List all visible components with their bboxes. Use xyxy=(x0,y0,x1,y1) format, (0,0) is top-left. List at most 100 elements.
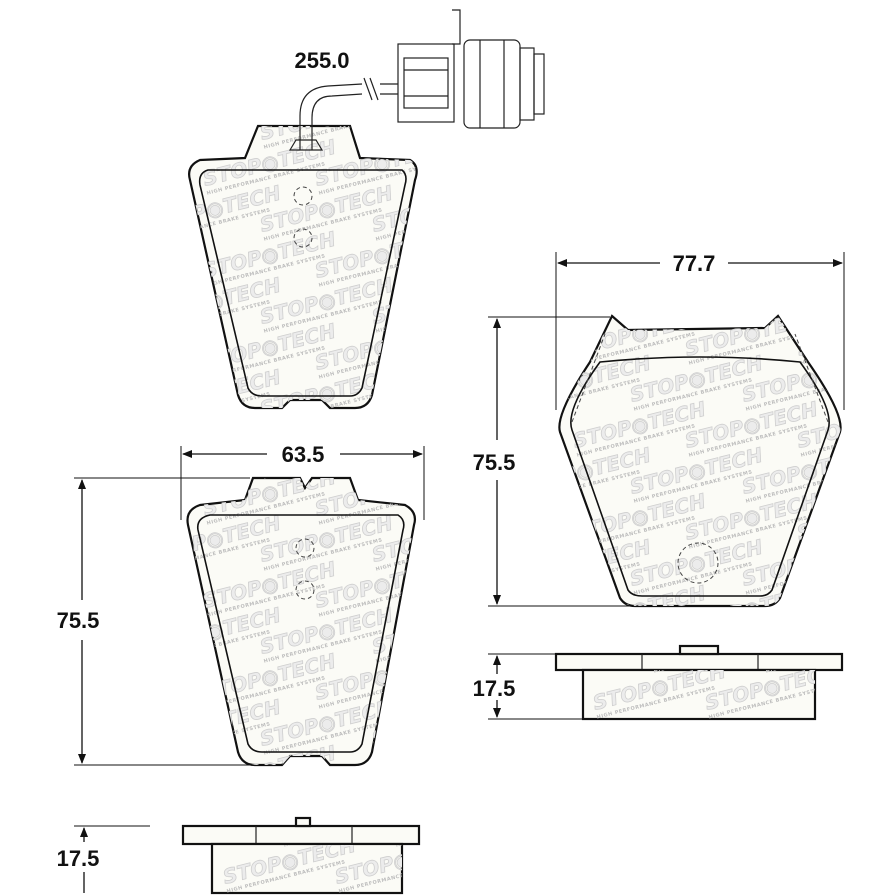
right-sensor-stub xyxy=(678,644,720,656)
watermark-tagline: HIGH PERFORMANCE BRAKE SYSTEMS xyxy=(151,445,271,480)
top-pad-outline xyxy=(188,124,418,410)
sensor-wire-end xyxy=(380,83,398,95)
watermark-tagline: HIGH PERFORMANCE BRAKE SYSTEMS xyxy=(857,561,896,596)
left-pad-thickness-label: 17.5 xyxy=(57,846,100,871)
sensor-wire xyxy=(299,83,363,150)
watermark-tagline: HIGH PERFORMANCE BRAKE SYSTEMS xyxy=(430,161,550,196)
watermark-brand: STOP◉TECH xyxy=(515,259,653,315)
left-pad-hole-lower xyxy=(295,580,315,600)
right-pad-outline xyxy=(558,314,842,608)
watermark-brand: STOP◉TECH xyxy=(424,557,562,613)
top-pad-friction-edge xyxy=(198,169,407,397)
watermark-tagline: HIGH PERFORMANCE BRAKE SYSTEMS xyxy=(395,813,515,848)
watermark-tagline: HIGH PERFORMANCE BRAKE SYSTEMS xyxy=(450,859,570,894)
top-pad-sensor-hole xyxy=(293,186,313,206)
watermark-tagline: HIGH PERFORMANCE BRAKE SYSTEMS xyxy=(375,391,495,426)
watermark-brand: STOP◉TECH xyxy=(814,659,896,715)
watermark-tagline: HIGH PERFORMANCE BRAKE SYSTEMS xyxy=(430,345,550,380)
watermark-brand: STOP◉TECH xyxy=(424,741,562,797)
watermark-tagline: HIGH PERFORMANCE BRAKE SYSTEMS xyxy=(745,285,865,320)
watermark-brand: STOP◉TECH xyxy=(851,535,896,591)
wire-length-label: 255.0 xyxy=(294,48,349,73)
sensor-connector xyxy=(397,9,545,129)
watermark-tagline: HIGH PERFORMANCE BRAKE SYSTEMS xyxy=(857,377,896,412)
right-pad-sensor-hole xyxy=(677,542,719,584)
watermark-brand: STOP◉TECH xyxy=(424,319,562,375)
left-sensor-stub xyxy=(294,816,312,828)
watermark-brand: STOP◉TECH xyxy=(739,259,877,315)
watermark-tagline: HIGH PERFORMANCE BRAKE SYSTEMS xyxy=(800,607,896,642)
right-pad-friction-edge xyxy=(570,356,830,597)
right-pad-thickness-label: 17.5 xyxy=(473,676,516,701)
watermark-tagline: HIGH PERFORMANCE BRAKE SYSTEMS xyxy=(318,767,438,802)
left-pad-outline xyxy=(186,476,417,767)
right-pad-width-label: 77.7 xyxy=(673,251,716,276)
watermark-tagline: HIGH PERFORMANCE BRAKE SYSTEMS xyxy=(430,583,550,618)
watermark-tagline: HIGH PERFORMANCE BRAKE SYSTEMS xyxy=(375,299,495,334)
watermark-tagline: HIGH PERFORMANCE BRAKE SYSTEMS xyxy=(430,253,550,288)
watermark-tagline: HIGH PERFORMANCE BRAKE SYSTEMS xyxy=(857,285,896,320)
watermark-brand: STOP◉TECH xyxy=(424,227,562,283)
right-pad-height-label: 75.5 xyxy=(473,450,516,475)
watermark-tagline: HIGH PERFORMANCE BRAKE SYSTEMS xyxy=(206,767,326,802)
sensor-wire-clip xyxy=(288,139,324,151)
watermark-tagline: HIGH PERFORMANCE BRAKE SYSTEMS xyxy=(820,685,896,720)
watermark-tagline: HIGH PERFORMANCE BRAKE SYSTEMS xyxy=(800,331,896,366)
watermark-brand: STOP◉TECH xyxy=(369,365,507,421)
watermark-brand: STOP◉TECH xyxy=(794,305,896,361)
watermark-brand: STOP◉TECH xyxy=(444,833,582,889)
watermark-brand: STOP◉TECH xyxy=(851,259,896,315)
watermark-brand: STOP◉TECH xyxy=(369,695,507,751)
watermark-brand: STOP◉TECH xyxy=(369,89,507,145)
watermark-tagline: HIGH PERFORMANCE BRAKE SYSTEMS xyxy=(857,469,896,504)
watermark-tagline: HIGH PERFORMANCE BRAKE SYSTEMS xyxy=(430,767,550,802)
watermark-brand: STOP◉TECH xyxy=(794,581,896,637)
watermark-brand: STOP◉TECH xyxy=(424,135,562,191)
watermark-tagline: HIGH PERFORMANCE BRAKE SYSTEMS xyxy=(375,115,495,150)
wire-break-marks xyxy=(363,77,379,101)
watermark-brand: STOP◉TECH xyxy=(851,351,896,407)
left-friction-block xyxy=(210,842,404,895)
left-pad-width-label: 63.5 xyxy=(282,442,325,467)
right-pad-hidden-edges xyxy=(571,333,829,423)
right-friction-block xyxy=(581,668,817,721)
watermark-brand: STOP◉TECH xyxy=(257,419,395,475)
left-pad-hole-upper xyxy=(295,538,315,558)
watermark-tagline: HIGH PERFORMANCE BRAKE SYSTEMS xyxy=(576,607,696,642)
left-backing-plate xyxy=(181,824,421,846)
watermark-tagline: HIGH PERFORMANCE BRAKE SYSTEMS xyxy=(800,515,896,550)
right-backing-plate xyxy=(554,652,844,672)
watermark-tagline: HIGH PERFORMANCE BRAKE SYSTEMS xyxy=(430,491,550,526)
left-pad-height-label: 75.5 xyxy=(57,608,100,633)
left-pad-friction-edge xyxy=(196,514,405,753)
watermark-brand: STOP◉TECH xyxy=(851,443,896,499)
watermark-tagline: HIGH PERFORMANCE BRAKE SYSTEMS xyxy=(521,285,641,320)
watermark-tagline: HIGH PERFORMANCE BRAKE SYSTEMS xyxy=(688,607,808,642)
